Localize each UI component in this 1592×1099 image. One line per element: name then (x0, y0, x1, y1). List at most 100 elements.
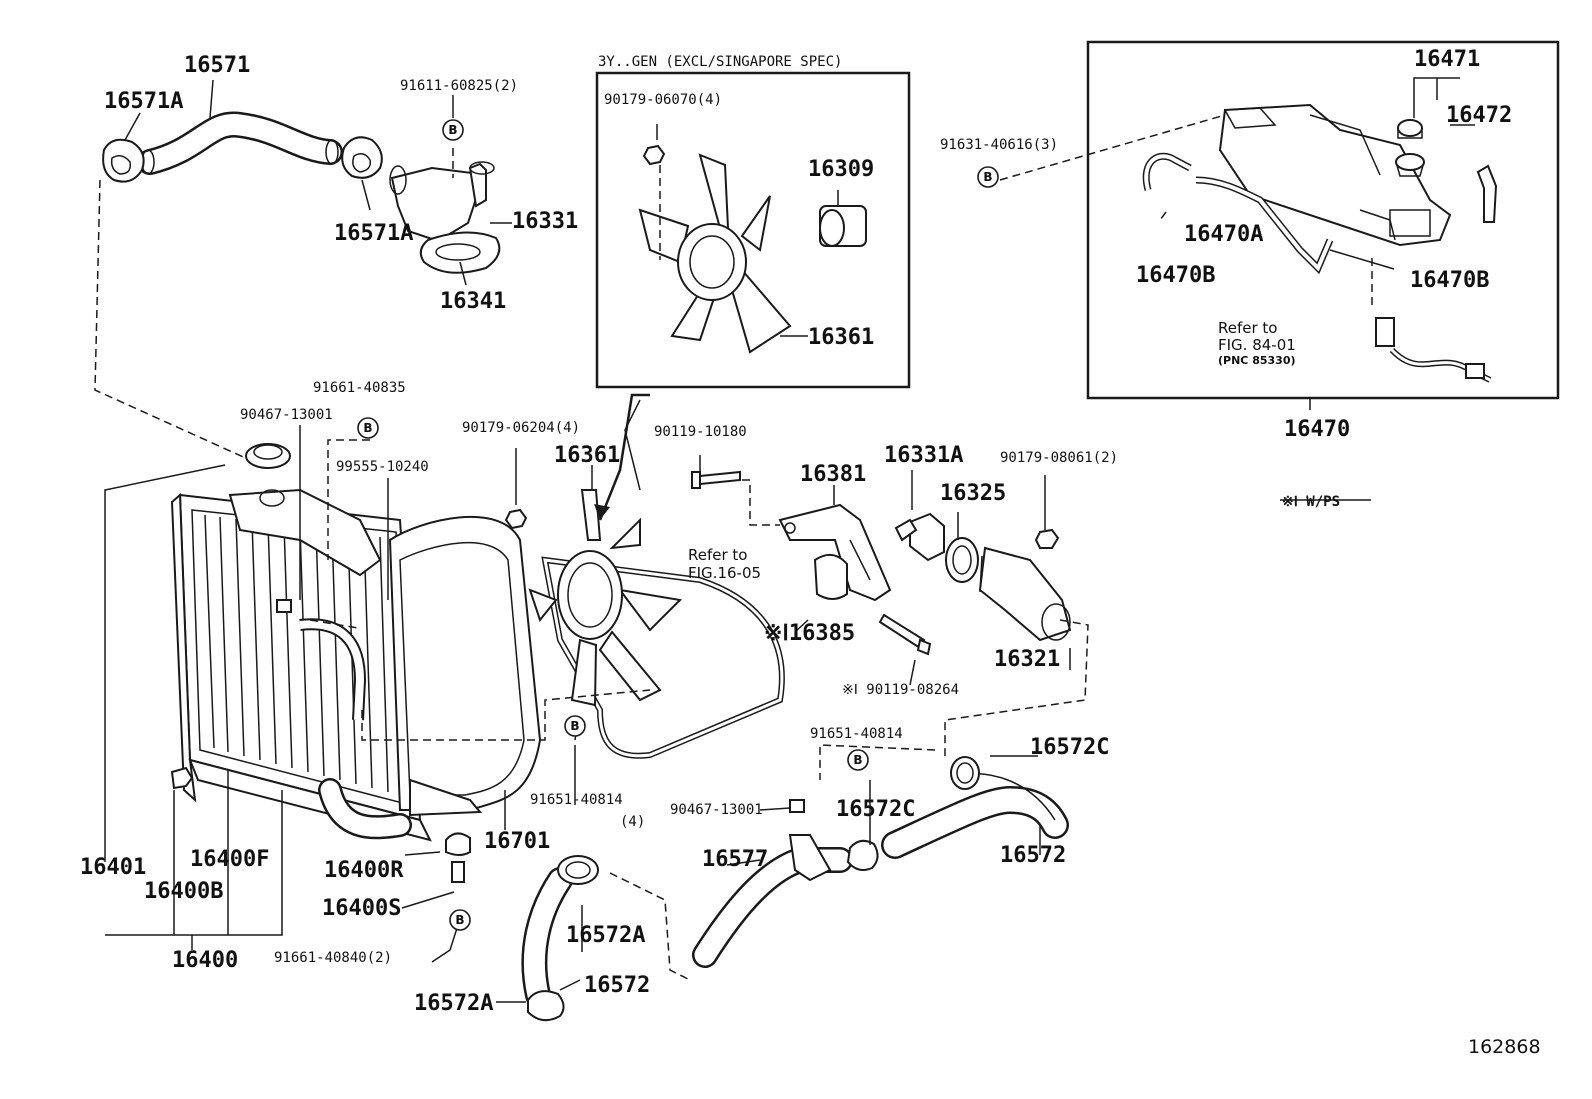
part-label-16400f: 16400F (190, 847, 269, 872)
part-label-91651-40814-qty: (4) (620, 814, 645, 830)
part-label-16331: 16331 (512, 209, 578, 234)
drain-cock-16401 (170, 766, 194, 790)
part-label-90179-06204: 90179-06204(4) (462, 420, 580, 436)
fan-blade-16361 (528, 489, 683, 707)
thermostat-16331a (894, 512, 945, 562)
gasket-16341 (419, 231, 501, 274)
upper-radiator-hose (137, 111, 343, 175)
nut-90179-08061 (1034, 528, 1060, 549)
fan-shroud-16701 (388, 516, 542, 817)
part-label-16571: 16571 (184, 53, 250, 78)
part-label-16572-right: 16572 (1000, 843, 1066, 868)
part-label-16470a: 16470A (1184, 222, 1263, 247)
part-label-16472: 16472 (1446, 103, 1512, 128)
clamp-16572a-lower (527, 990, 565, 1022)
svg-text:B: B (853, 753, 862, 767)
part-label-16361-inset: 16361 (808, 325, 874, 350)
svg-text:B: B (570, 719, 579, 733)
part-label-16400r: 16400R (324, 858, 404, 883)
part-label-16400s: 16400S (322, 896, 401, 921)
part-label-16572a-lower: 16572A (414, 991, 493, 1016)
reserve-tank-hose-16470a (1142, 152, 1334, 275)
part-label-91631-40616: 91631-40616(3) (940, 137, 1058, 153)
generator-spec-inset-box (595, 71, 911, 389)
part-label-16325: 16325 (940, 481, 1006, 506)
refer-note-84-01-line3: (PNC 85330) (1218, 354, 1296, 367)
circle-b-symbol: B (847, 749, 869, 771)
part-label-90467-13001-bottom: 90467-13001 (670, 802, 763, 818)
clamp-16572a-upper (557, 855, 599, 885)
part-label-16385: ※Ⅰ16385 (764, 621, 855, 646)
reserve-tank-cap-16472 (1395, 153, 1425, 177)
part-label-16309: 16309 (808, 157, 874, 182)
svg-text:B: B (448, 123, 457, 137)
part-label-90179-06070: 90179-06070(4) (604, 92, 722, 108)
part-label-16471: 16471 (1414, 47, 1480, 72)
overflow-hose-16472 (1476, 164, 1498, 223)
circle-b-symbol: B (564, 715, 586, 737)
bushing-16400s (451, 861, 465, 883)
part-label-16571a-right: 16571A (334, 221, 413, 246)
clip-90467-top (276, 599, 292, 613)
level-sensor-connector (1375, 317, 1492, 383)
water-inlet-16321 (978, 546, 1072, 642)
part-label-91661-40840: 91661-40840(2) (274, 950, 392, 966)
part-label-16321: 16321 (994, 647, 1060, 672)
bracket-16381 (778, 503, 892, 602)
part-label-16470b-right: 16470B (1410, 268, 1489, 293)
circle-b-symbol: B (357, 417, 379, 439)
part-label-16572c-lower: 16572C (836, 797, 915, 822)
radiator-cap (245, 443, 291, 469)
part-label-16572a-upper: 16572A (566, 923, 645, 948)
svg-text:B: B (363, 421, 372, 435)
radiator-lower-hose (318, 778, 412, 840)
part-label-90119-10180: 90119-10180 (654, 424, 747, 440)
clamp-16572c-lower (846, 839, 879, 871)
nut-90179-06204 (504, 508, 528, 530)
part-label-16470b-left: 16470B (1136, 263, 1215, 288)
refer-note-84-01-line1: Refer to (1218, 319, 1277, 337)
hose-16572-bottom (521, 867, 573, 1008)
part-label-16361: 16361 (554, 443, 620, 468)
bolt-90119-08264 (878, 613, 932, 656)
circle-b-symbol: B (449, 909, 471, 931)
nut-90179-06070 (642, 144, 666, 166)
fan-belt (541, 556, 785, 759)
part-label-16401: 16401 (80, 855, 146, 880)
pipe-joint-16577 (788, 834, 832, 882)
clamp-16572c-upper (950, 756, 980, 790)
part-label-16701: 16701 (484, 829, 550, 854)
part-label-16381: 16381 (800, 462, 866, 487)
water-outlet-16331 (389, 161, 495, 243)
footnote-ps: ※Ⅰ W/PS (1282, 494, 1340, 510)
overflow-pipe (299, 618, 367, 721)
fluid-coupling-16309 (819, 205, 867, 247)
radiator-upper-tank-neck (228, 488, 382, 577)
bracket-16385 (813, 553, 848, 600)
gasket-16325 (945, 537, 979, 583)
reserve-tank-16470 (1218, 103, 1452, 247)
part-label-91651-40814-right: 91651-40814 (810, 726, 903, 742)
reserve-tank-cap-16471 (1397, 119, 1423, 139)
circle-b-symbol: B (977, 166, 999, 188)
part-label-16470: 16470 (1284, 417, 1350, 442)
hose-clamp-16571a-left (102, 138, 145, 183)
refer-note-16-05-line2: FIG.16-05 (688, 564, 761, 582)
part-label-16400b: 16400B (144, 879, 223, 904)
clip-90467-bottom (789, 799, 805, 813)
refer-note-16-05-line1: Refer to (688, 546, 747, 564)
part-label-16572c-upper: 16572C (1030, 735, 1109, 760)
circle-b-symbol: B (442, 119, 464, 141)
reserve-tank-inset-box (1086, 40, 1560, 400)
part-label-90119-08264: ※Ⅰ 90119-08264 (842, 682, 959, 698)
svg-text:B: B (983, 170, 992, 184)
part-label-91651-40814-mid: 91651-40814 (530, 792, 623, 808)
figure-number: 162868 (1468, 1036, 1541, 1058)
cushion-16400r (445, 832, 471, 856)
part-label-16577: 16577 (702, 847, 768, 872)
fan-blade-16361-inset (638, 153, 792, 354)
part-label-16571a: 16571A (104, 89, 183, 114)
part-label-16400: 16400 (172, 948, 238, 973)
svg-text:B: B (455, 913, 464, 927)
